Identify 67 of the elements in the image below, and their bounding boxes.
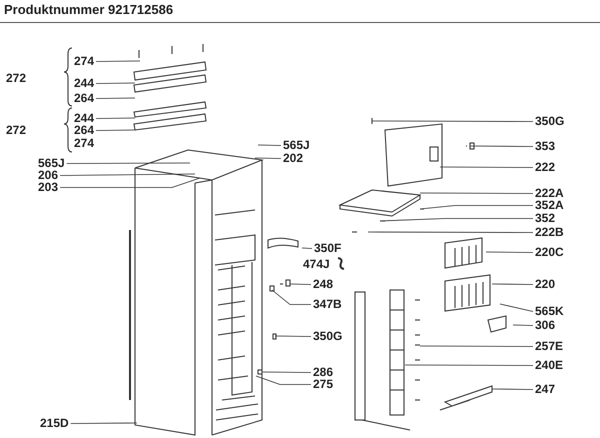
- callout-number: 350G: [313, 330, 342, 343]
- callout-number: 306: [535, 319, 556, 332]
- callout-number: 286: [313, 366, 334, 379]
- callout-number: 248: [313, 278, 334, 291]
- leader-line: [492, 388, 534, 390]
- callout-number: 274: [74, 55, 94, 68]
- leader-line: [470, 146, 534, 147]
- leader-line: [404, 364, 534, 366]
- callout-number: 202: [283, 152, 304, 165]
- callout-number: 220C: [535, 246, 564, 259]
- leader-line: [60, 174, 196, 176]
- callout-number: 222B: [535, 226, 564, 239]
- leader-line: [486, 252, 534, 253]
- callout-number: 565K: [535, 305, 564, 318]
- leader-line: [420, 346, 534, 347]
- leader-line: [60, 178, 200, 188]
- title: Produktnummer 921712586: [4, 2, 174, 17]
- leader-line: [96, 118, 136, 119]
- leader-line: [262, 372, 312, 373]
- callout-number: 350G: [535, 115, 564, 128]
- callout-number: 274: [74, 137, 94, 150]
- callout-number: 257E: [535, 340, 564, 353]
- callout-number: 565J: [38, 157, 65, 170]
- leader-line: [440, 166, 534, 168]
- leader-line: [420, 205, 534, 210]
- callout-number: 272: [6, 72, 26, 85]
- callout-number: 275: [313, 378, 334, 391]
- callout-number: 264: [74, 92, 94, 105]
- callout-number: 264: [74, 124, 94, 137]
- leader-line: [272, 290, 312, 305]
- leader-line: [96, 82, 136, 84]
- leader-line: [254, 158, 282, 159]
- callout-number: 353: [535, 140, 556, 153]
- leader-line: [258, 144, 282, 146]
- callout-number: 215D: [40, 417, 69, 430]
- callout-number: 244: [74, 112, 94, 125]
- callout-number: 244: [74, 77, 94, 90]
- callout-number: 565J: [283, 139, 310, 152]
- leader-line: [512, 324, 534, 326]
- leader-line: [96, 60, 140, 62]
- leader-line: [302, 248, 312, 249]
- callout-number: 222: [535, 161, 556, 174]
- leader-line: [70, 422, 138, 424]
- leader-line: [96, 98, 136, 99]
- leader-line: [420, 192, 534, 194]
- callout-number: 222A: [535, 187, 564, 200]
- callout-number: 203: [38, 181, 58, 194]
- leader-line: [368, 232, 534, 233]
- leader-line: [256, 376, 312, 385]
- leader-line: [274, 336, 312, 337]
- callout-number: 350F: [314, 242, 342, 255]
- callout-number: 352: [535, 212, 556, 225]
- leader-line: [372, 120, 534, 122]
- leader-line: [290, 284, 312, 285]
- callout-number: 220: [535, 278, 556, 291]
- callout-number: 240E: [535, 359, 564, 372]
- callout-number: 206: [38, 169, 58, 182]
- leader-line: [96, 130, 136, 131]
- callout-number: 474J: [303, 258, 330, 271]
- leader-line: [66, 162, 190, 164]
- callout-number: 352A: [535, 199, 564, 212]
- callout-number: 347B: [313, 298, 342, 311]
- callout-number: 272: [6, 124, 26, 137]
- leader-line: [380, 218, 534, 222]
- leader-line: [500, 304, 534, 312]
- leader-line: [492, 284, 534, 285]
- callout-number: 247: [535, 383, 556, 396]
